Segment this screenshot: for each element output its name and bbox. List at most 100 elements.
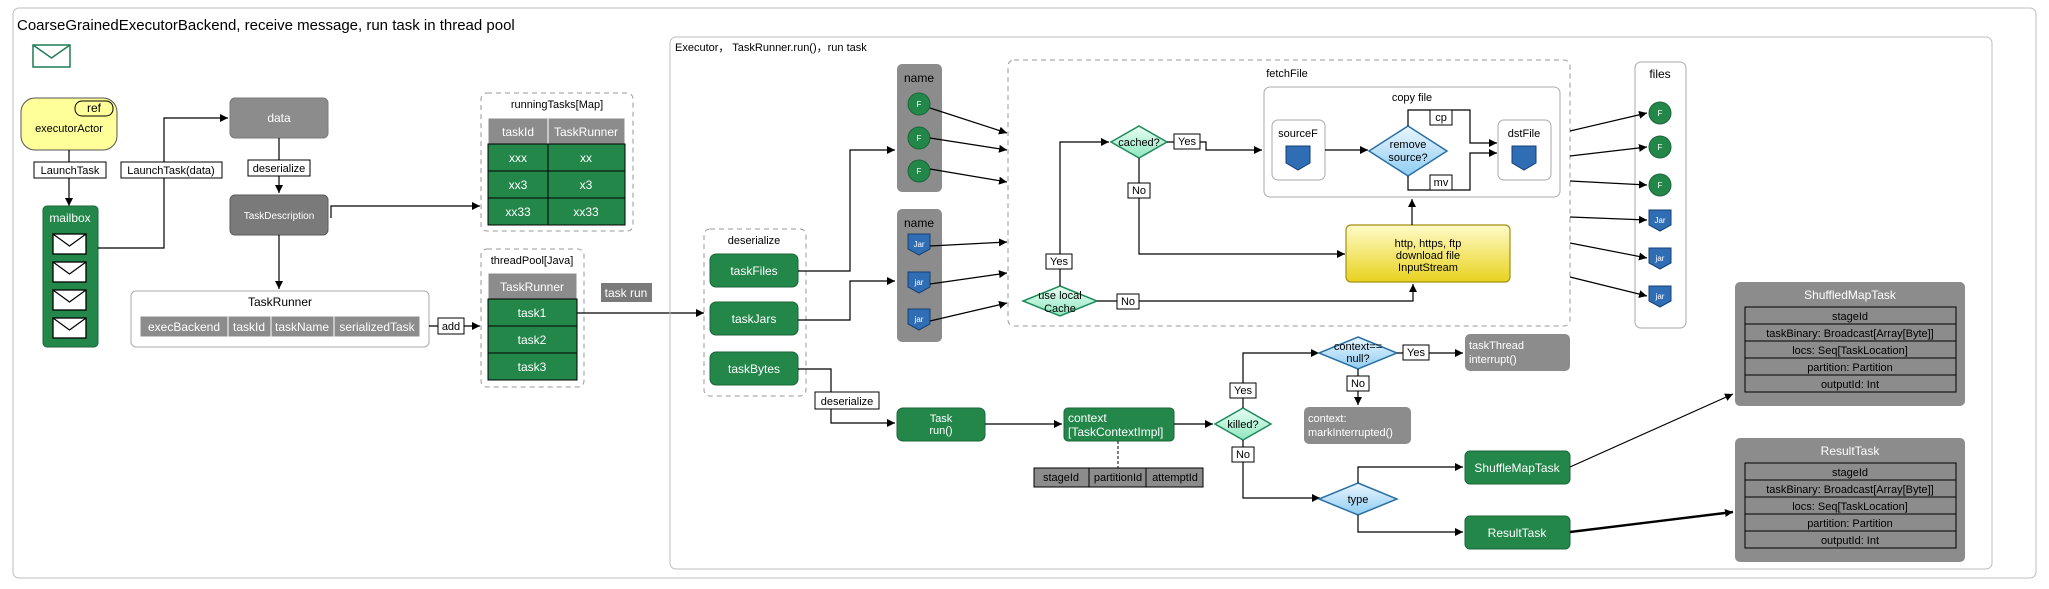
yes-edge-label: Yes (1178, 136, 1196, 148)
running-tasks-cell (547, 197, 626, 226)
jar-icon-label: jar (914, 278, 924, 287)
name-files-group: name F F F (897, 64, 942, 192)
mail-envelope-icon (52, 317, 87, 339)
name-jars-group: name Jar jar jar (897, 209, 942, 342)
type-label: type (1348, 494, 1369, 506)
context-mark-label: markInterrupted() (1308, 427, 1393, 439)
running-tasks-cell (487, 170, 549, 199)
task-files-label: taskFiles (730, 264, 777, 278)
file-icon-label: F (1658, 143, 1663, 152)
class-field (1744, 530, 1957, 549)
envelope-icon (32, 44, 71, 68)
mail-envelope-icon (52, 261, 87, 283)
thread-pool-title: threadPool[Java] (491, 255, 574, 267)
class-field-label: partition: Partition (1807, 362, 1893, 374)
class-field-label: stageId (1832, 467, 1868, 479)
result-task-label: ResultTask (1488, 526, 1548, 540)
deserialize-group-title: deserialize (728, 235, 781, 247)
jar-icon-label: jar (914, 315, 924, 324)
running-tasks-header-label: taskId (502, 125, 534, 139)
download-label: download file (1396, 250, 1460, 262)
class-field-label: taskBinary: Broadcast[Array[Byte]] (1766, 484, 1934, 496)
context-null-label: null? (1346, 353, 1369, 365)
class-field-label: stageId (1832, 311, 1868, 323)
class-field (1744, 374, 1957, 393)
cp-edge-label: cp (1435, 112, 1447, 124)
yes-edge-label: Yes (1050, 256, 1068, 268)
killed-label: killed? (1227, 419, 1258, 431)
copy-file-frame: copy file sourceF dstFile remove source? (1263, 86, 1561, 198)
running-tasks-cell-label: xx (580, 151, 592, 165)
task-runner-title: TaskRunner (248, 295, 312, 309)
thread-pool: threadPool[Java] TaskRunner task1 task2 … (480, 248, 585, 388)
context-null-label: context== (1334, 341, 1382, 353)
running-tasks-header-label: TaskRunner (554, 125, 618, 139)
use-local-cache-label: Cache (1044, 303, 1076, 315)
shuffled-map-task-class: ShuffledMapTask stageId taskBinary: Broa… (1735, 282, 1965, 406)
use-local-cache-decision (1021, 285, 1099, 317)
task-run-label: Task (930, 413, 953, 425)
deserialize-edge-label: deserialize (253, 163, 306, 175)
jar-icon (907, 308, 931, 331)
thread-pool-task-label: task2 (518, 333, 547, 347)
download-file-box (1345, 224, 1511, 283)
mv-edge-label: mv (1434, 177, 1449, 189)
task-jars-label: taskJars (732, 312, 777, 326)
file-circle-icon (907, 92, 931, 116)
mail-envelope-icon (52, 233, 87, 255)
class-field-label: locs: Seq[TaskLocation] (1792, 345, 1908, 357)
file-icon-label: F (917, 167, 922, 176)
data-box-label: data (267, 111, 291, 125)
shuffle-map-task-box (1464, 450, 1571, 485)
task-runner-field-label: taskName (275, 320, 329, 334)
context-label: context (1068, 411, 1107, 425)
shuffled-map-task-title: ShuffledMapTask (1804, 288, 1897, 302)
file-circle-icon (1648, 101, 1672, 125)
remove-source-label: source? (1388, 152, 1427, 164)
mailbox-label: mailbox (49, 211, 90, 225)
context-field (1145, 467, 1204, 488)
jar-icon (1648, 285, 1672, 308)
running-tasks-title: runningTasks[Map] (511, 99, 603, 111)
mailbox: mailbox (42, 205, 99, 348)
running-tasks-cell-label: xx3 (509, 178, 528, 192)
running-tasks-cell-label: xx33 (573, 205, 599, 219)
thread-pool-task-label: task3 (518, 360, 547, 374)
fetch-file-title: fetchFile (1266, 68, 1308, 80)
deserialize-group: deserialize taskFiles taskJars taskBytes (703, 228, 807, 397)
task-runner-field-label: taskId (233, 320, 265, 334)
file-circle-icon (1648, 173, 1672, 197)
jar-icon-label: jar (1655, 292, 1665, 301)
task-jars-box (709, 301, 799, 336)
name-jars-title: name (904, 216, 934, 230)
running-tasks-cell (547, 143, 626, 172)
class-field-label: outputId: Int (1821, 535, 1879, 547)
file-circle-icon (907, 159, 931, 183)
use-local-cache-label: use local (1038, 290, 1081, 302)
class-field-label: outputId: Int (1821, 379, 1879, 391)
executor-actor: ref executorActor (20, 97, 118, 151)
context-label: [TaskContextImpl] (1068, 425, 1163, 439)
task-runner-field-label: serializedTask (339, 320, 415, 334)
source-file-icon (1285, 145, 1311, 171)
files-title: files (1649, 67, 1670, 81)
jar-icon-label: Jar (1654, 216, 1665, 225)
jar-icon-label: Jar (913, 240, 924, 249)
yes-edge-label: Yes (1234, 385, 1252, 397)
remove-source-label: remove (1390, 139, 1427, 151)
task-thread-interrupt-label: interrupt() (1469, 354, 1517, 366)
name-files-title: name (904, 71, 934, 85)
class-field-label: partition: Partition (1807, 518, 1893, 530)
result-task-class: ResultTask stageId taskBinary: Broadcast… (1735, 438, 1965, 562)
executor-title: Executor， TaskRunner.run()，run task (675, 42, 867, 54)
task-description-label: TaskDescription (244, 211, 315, 222)
thread-pool-task (487, 325, 578, 354)
jar-icon (1648, 209, 1672, 232)
running-tasks-cell-label: xxx (509, 151, 527, 165)
context-field-label: attemptId (1152, 472, 1198, 484)
context-fields: stageId partitionId attemptId (1033, 467, 1204, 488)
source-file-label: sourceF (1278, 128, 1318, 140)
dst-file-icon (1511, 145, 1537, 171)
no-edge-label: No (1121, 296, 1135, 308)
launch-task-edge-label: LaunchTask (41, 165, 100, 177)
